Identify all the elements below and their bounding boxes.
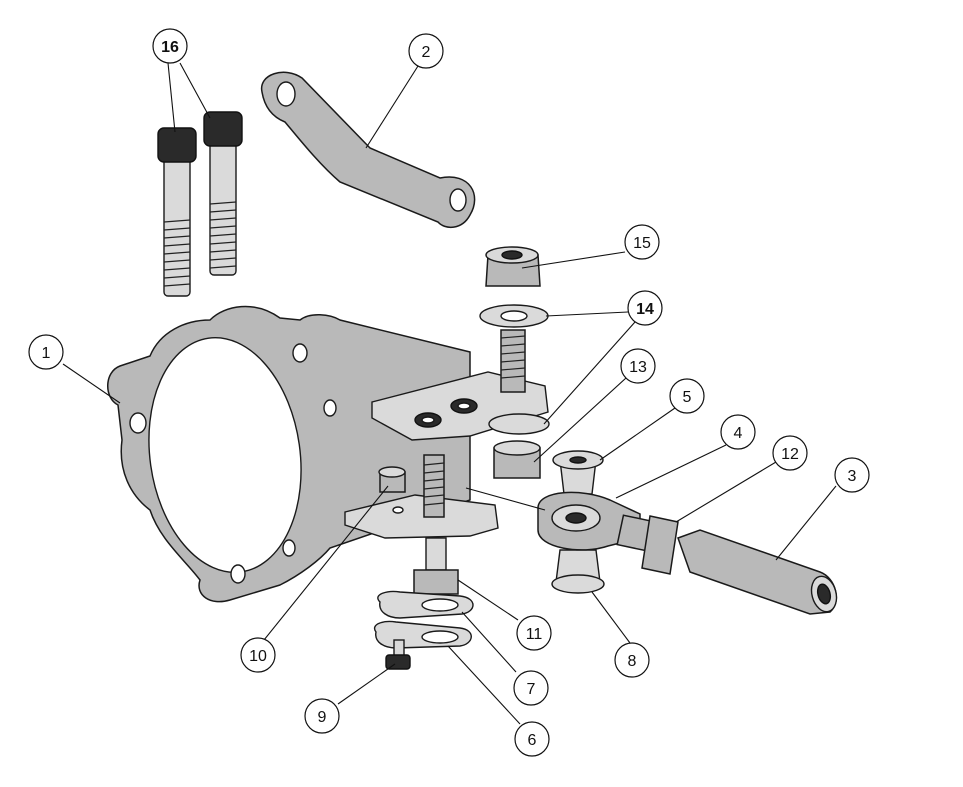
svg-text:7: 7	[527, 681, 536, 698]
leader-lines	[62, 62, 837, 725]
upper-stud	[500, 329, 526, 393]
svg-text:15: 15	[633, 235, 651, 252]
callout-13: 13	[620, 348, 656, 384]
callout-12: 12	[772, 435, 808, 471]
part-1-mounting-plate	[107, 305, 471, 603]
part-6-tab-washer	[373, 620, 472, 649]
callout-6: 6	[514, 721, 550, 757]
svg-text:5: 5	[683, 389, 692, 406]
part-7-tab-washer	[377, 590, 474, 619]
part-2-link-arm	[261, 71, 476, 229]
callout-7: 7	[513, 670, 549, 706]
callout-3: 3	[834, 457, 870, 493]
callout-16: 16	[152, 28, 188, 64]
part-8-spacer	[551, 549, 605, 594]
callout-5: 5	[669, 378, 705, 414]
svg-text:6: 6	[528, 732, 537, 749]
callout-4: 4	[720, 414, 756, 450]
svg-text:1: 1	[42, 345, 51, 362]
part-3-adjuster-sleeve	[677, 529, 838, 615]
svg-text:11: 11	[526, 626, 543, 643]
svg-text:10: 10	[249, 648, 267, 665]
part-13-hex-nut	[493, 440, 541, 479]
screw-threads	[163, 201, 237, 287]
part-12-jam-nut	[641, 515, 679, 575]
lower-bracket	[344, 494, 499, 539]
svg-text:13: 13	[629, 359, 647, 376]
part-14-washers	[479, 304, 550, 435]
svg-text:2: 2	[422, 44, 431, 61]
part-15-lock-nut	[485, 246, 541, 287]
svg-text:8: 8	[628, 653, 637, 670]
callout-2: 2	[408, 33, 444, 69]
callout-10: 10	[240, 637, 276, 673]
part-5-spacer	[552, 450, 604, 495]
svg-text:9: 9	[318, 709, 327, 726]
svg-text:16: 16	[161, 39, 179, 56]
lower-stud	[423, 454, 445, 518]
callout-15: 15	[624, 224, 660, 260]
callout-8: 8	[614, 642, 650, 678]
svg-text:14: 14	[636, 301, 654, 318]
svg-text:12: 12	[781, 446, 799, 463]
callout-11: 11	[516, 615, 552, 651]
part-16-cap-screws	[157, 111, 243, 297]
callout-9: 9	[304, 698, 340, 734]
callout-14: 14	[627, 290, 663, 326]
part-10-small-nut	[378, 466, 406, 493]
callout-1: 1	[28, 334, 64, 370]
svg-text:4: 4	[734, 425, 743, 442]
part-4-rod-end	[537, 491, 654, 552]
svg-text:3: 3	[848, 468, 857, 485]
assembly-axis-line	[465, 487, 546, 511]
part-11-spacer-nut	[413, 537, 459, 595]
